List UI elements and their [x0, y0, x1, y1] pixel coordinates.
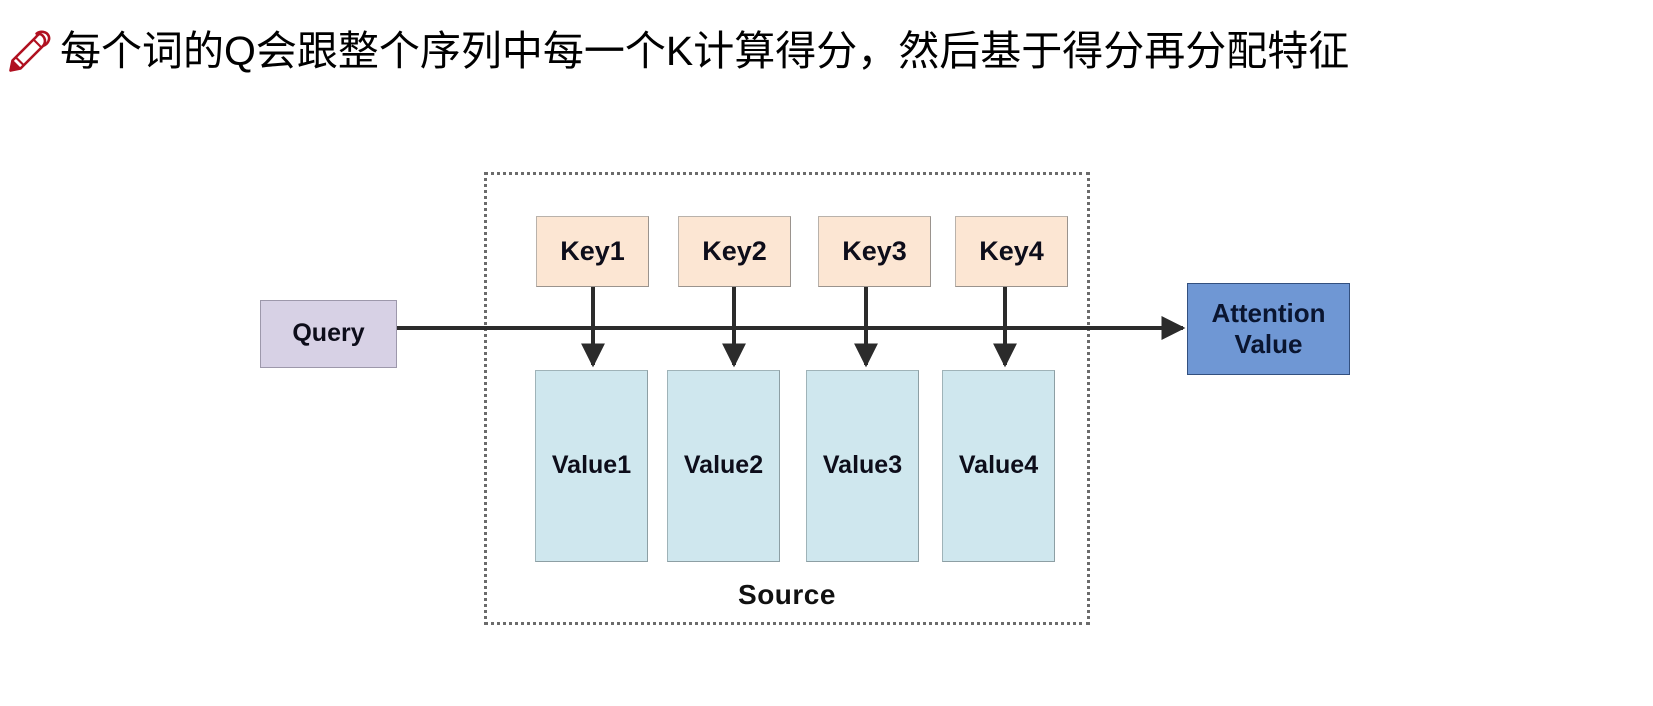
attention-value-line-2: Value [1234, 329, 1303, 359]
query-label: Query [292, 319, 365, 348]
source-label: Source [738, 579, 836, 610]
key-box-1[interactable]: Key1 [536, 216, 649, 287]
value-label-1: Value1 [551, 451, 632, 480]
value-box-3[interactable]: Value3 [806, 370, 919, 562]
slide-title-row: 每个词的Q会跟整个序列中每一个K计算得分，然后基于得分再分配特征 [0, 14, 1653, 90]
pencil-icon [9, 30, 51, 72]
query-box[interactable]: Query [260, 300, 397, 368]
value-label-4: Value4 [958, 451, 1039, 480]
value-box-4[interactable]: Value4 [942, 370, 1055, 562]
page-title: 每个词的Q会跟整个序列中每一个K计算得分，然后基于得分再分配特征 [60, 28, 1350, 75]
key-box-2[interactable]: Key2 [678, 216, 791, 287]
key-label-4: Key4 [979, 235, 1044, 266]
key-label-1: Key1 [560, 235, 625, 266]
attention-diagram: Source Query Key1 Key2 [0, 100, 1653, 706]
key-label-2: Key2 [702, 235, 767, 266]
attention-value-line-1: Attention [1211, 298, 1326, 329]
key-label-3: Key3 [842, 235, 907, 266]
value-box-2[interactable]: Value2 [667, 370, 780, 562]
attention-value-box[interactable]: Attention Value [1187, 283, 1350, 375]
value-label-3: Value3 [822, 451, 903, 480]
key-box-4[interactable]: Key4 [955, 216, 1068, 287]
value-label-2: Value2 [683, 451, 764, 480]
source-group-boundary [484, 172, 1090, 625]
key-box-3[interactable]: Key3 [818, 216, 931, 287]
value-box-1[interactable]: Value1 [535, 370, 648, 562]
